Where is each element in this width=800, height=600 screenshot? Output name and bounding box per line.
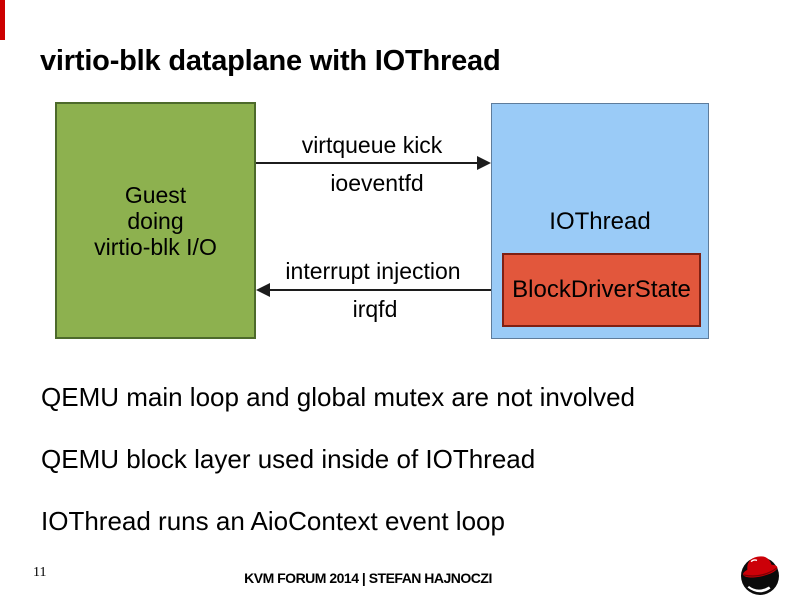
page-title: virtio-blk dataplane with IOThread [40,45,501,77]
iothread-box: IOThread BlockDriverState [491,103,709,339]
statement-aiocontext: IOThread runs an AioContext event loop [41,506,505,536]
irq-arrow-label-bottom: irqfd [352,296,398,322]
guest-box-line1: Guest [124,181,187,208]
kick-arrow-label-bottom: ioeventfd [330,170,424,196]
blockdriverstate-label: BlockDriverState [512,276,691,303]
iothread-label: IOThread [549,208,651,235]
guest-box-line3: virtio-blk I/O [94,233,217,260]
kick-arrow-label-top: virtqueue kick [301,132,443,158]
redhat-logo-icon [741,556,779,595]
irq-arrow-label-top: interrupt injection [285,258,461,284]
page-number: 11 [33,565,47,580]
statement-block-layer: QEMU block layer used inside of IOThread [41,444,536,474]
red-accent-bar [0,0,5,40]
footer-text: KVM FORUM 2014 | STEFAN HAJNOCZI [244,570,492,586]
irq-arrow-line [268,289,491,291]
guest-box-line2: doing [127,207,184,234]
kick-arrow-line [256,162,479,164]
guest-box: Guest doing virtio-blk I/O [55,102,256,339]
statement-main-loop: QEMU main loop and global mutex are not … [41,382,635,412]
blockdriverstate-box: BlockDriverState [502,253,701,327]
irq-arrow-head-icon [256,283,270,297]
kick-arrow-head-icon [477,156,491,170]
